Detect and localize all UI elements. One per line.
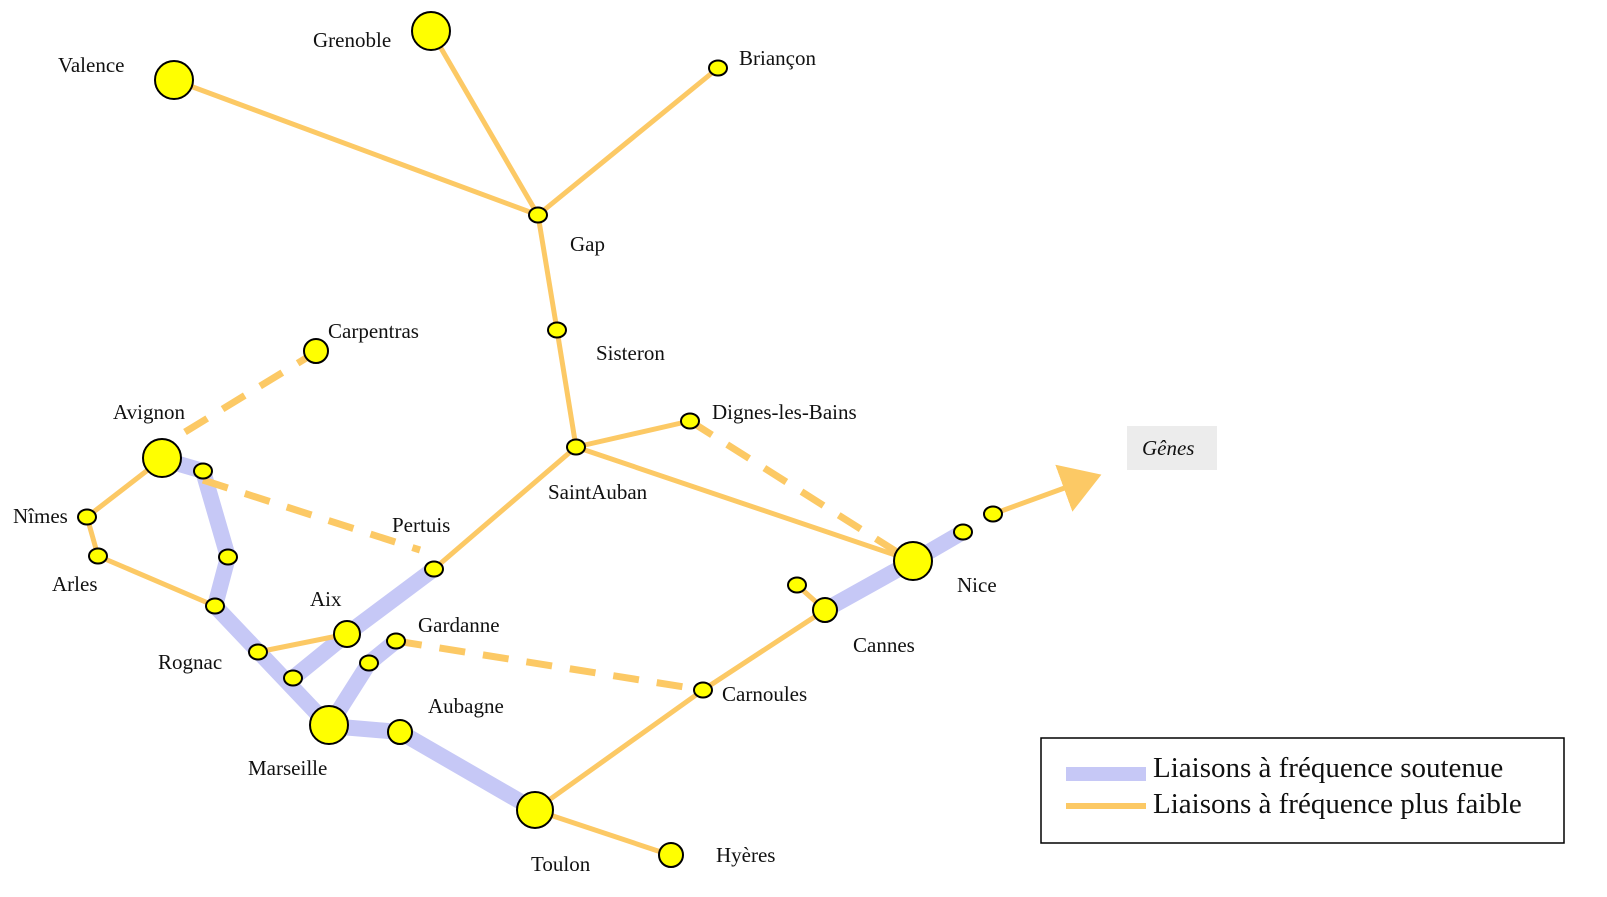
- node-aix-junction: [359, 654, 379, 672]
- label-hyeres: Hyères: [716, 843, 775, 867]
- weak-links: [84, 28, 1102, 858]
- dashed-links: [183, 349, 902, 694]
- node-cannes: [812, 597, 838, 623]
- label-marseille: Marseille: [248, 756, 327, 780]
- link-pertuis-aix: [339, 561, 442, 642]
- label-gap: Gap: [570, 232, 605, 256]
- label-avignon: Avignon: [113, 400, 185, 424]
- label-saintauban: SaintAuban: [548, 480, 648, 504]
- node-nimes: [77, 508, 97, 526]
- label-pertuis: Pertuis: [392, 513, 450, 537]
- node-pertuis: [424, 560, 444, 578]
- label-dignes: Dignes-les-Bains: [712, 400, 857, 424]
- label-carpentras: Carpentras: [328, 319, 419, 343]
- link-valence-gap: [171, 77, 541, 218]
- link-avignon-pertuis: [201, 476, 422, 554]
- node-valley: [218, 548, 238, 566]
- node-avignon: [142, 438, 182, 478]
- city-labels: Valence Grenoble Briançon Gap Sisteron C…: [13, 28, 997, 876]
- label-sisteron: Sisteron: [596, 341, 665, 365]
- link-grenoble-gap: [428, 28, 541, 218]
- label-rognac: Rognac: [158, 650, 222, 674]
- link-toulon-hyeres: [532, 807, 673, 858]
- node-nice-east-1: [953, 523, 973, 541]
- node-gardanne: [386, 632, 406, 650]
- node-toulon: [516, 791, 554, 829]
- legend-box: [1040, 737, 1565, 844]
- link-dignes-nice: [688, 418, 902, 557]
- label-nimes: Nîmes: [13, 504, 68, 528]
- label-aubagne: Aubagne: [428, 694, 504, 718]
- nodes: [77, 11, 1003, 868]
- link-rognac-aix: [255, 631, 350, 655]
- legend-strong-label: Liaisons à fréquence soutenue: [1153, 752, 1503, 784]
- node-avignon-junction: [193, 462, 213, 480]
- node-grasse: [787, 576, 807, 594]
- link-toulon-carnoules: [532, 687, 706, 813]
- label-carnoules: Carnoules: [722, 682, 807, 706]
- legend-weak-label: Liaisons à fréquence plus faible: [1153, 788, 1522, 820]
- link-avignon-carpentras: [183, 349, 318, 435]
- node-hyeres: [658, 842, 684, 868]
- node-nice-east-2: [983, 505, 1003, 523]
- node-rognac-junction: [205, 597, 225, 615]
- legend: Liaisons à fréquence soutenue Liaisons à…: [1040, 737, 1565, 844]
- label-arles: Arles: [52, 572, 98, 596]
- link-junction-valley: [195, 463, 236, 565]
- label-cannes: Cannes: [853, 633, 915, 657]
- label-toulon: Toulon: [531, 852, 591, 876]
- node-carpentras: [303, 338, 329, 364]
- node-saintauban: [566, 438, 586, 456]
- node-marseille: [309, 705, 349, 745]
- node-gap: [528, 206, 548, 224]
- label-gardanne: Gardanne: [418, 613, 500, 637]
- node-dignes: [680, 412, 700, 430]
- link-carnoules-cannes: [700, 607, 828, 693]
- node-valence: [154, 60, 194, 100]
- link-saintauban-dignes: [573, 418, 693, 450]
- label-aix: Aix: [310, 587, 342, 611]
- link-gardanne-carnoules: [395, 637, 704, 694]
- link-rognacjct-marseille: [207, 598, 337, 734]
- link-east-genes-arrow: [990, 464, 1102, 517]
- node-carnoules: [693, 681, 713, 699]
- node-grenoble: [411, 11, 451, 51]
- node-rognac: [248, 643, 268, 661]
- node-sisteron: [547, 321, 567, 339]
- node-arles: [88, 547, 108, 565]
- label-grenoble: Grenoble: [313, 28, 391, 52]
- label-valence: Valence: [58, 53, 124, 77]
- node-briancon: [708, 59, 728, 77]
- label-briancon: Briançon: [739, 46, 816, 70]
- node-marseille-junction: [283, 669, 303, 687]
- link-briancon-gap: [535, 65, 721, 218]
- link-arles-rognacjct: [95, 553, 218, 609]
- label-nice: Nice: [957, 573, 997, 597]
- link-saintauban-nice: [573, 444, 916, 564]
- node-aix: [333, 620, 361, 648]
- link-sisteron-saintauban: [554, 327, 579, 450]
- genes-box: [1127, 426, 1217, 470]
- node-aubagne: [387, 719, 413, 745]
- link-saintauban-pertuis: [431, 444, 579, 572]
- node-nice: [893, 541, 933, 581]
- genes-label: Gênes: [1142, 436, 1194, 460]
- link-aubagne-toulon: [392, 724, 543, 818]
- link-gap-sisteron: [535, 212, 560, 333]
- genes-destination: Gênes: [1127, 426, 1217, 470]
